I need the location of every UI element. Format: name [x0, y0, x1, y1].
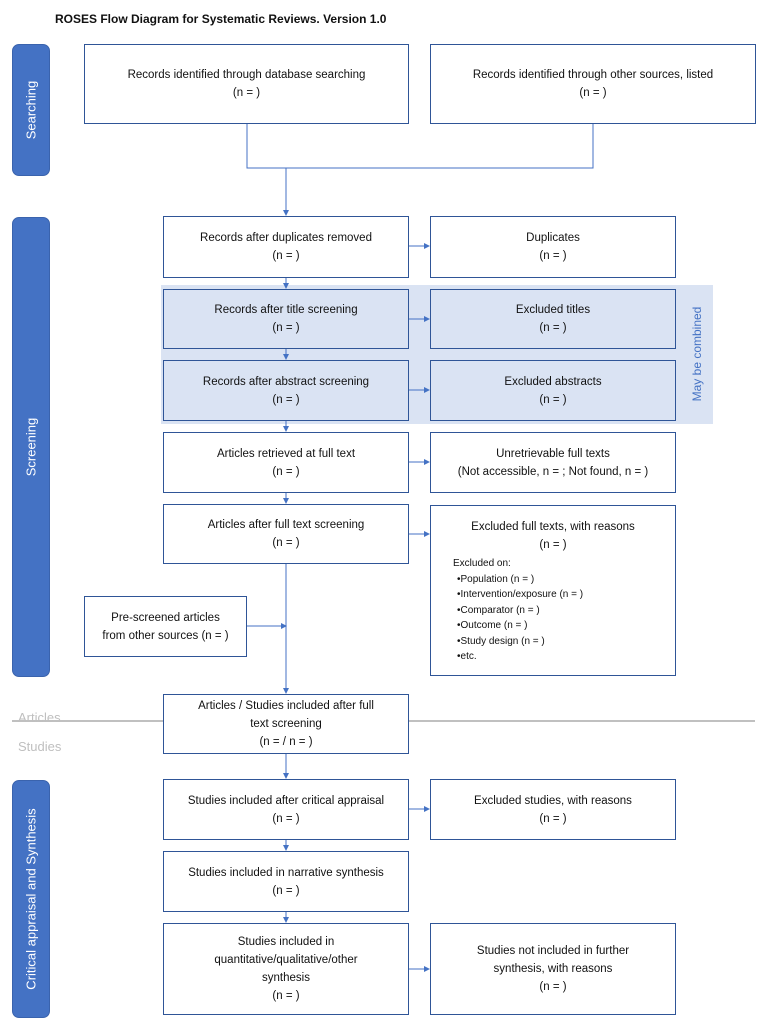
box-line: synthesis	[262, 972, 310, 984]
box-line: Excluded studies, with reasons	[474, 794, 632, 807]
box-line: Duplicates	[526, 232, 580, 244]
box-excluded-full-texts: Excluded full texts, with reasons (n = )…	[430, 505, 676, 676]
box-line: Studies included in narrative synthesis	[188, 866, 384, 879]
box-line: (n = )	[539, 393, 567, 406]
diagram-title: ROSES Flow Diagram for Systematic Review…	[55, 12, 387, 26]
stage-screening: Screening	[12, 217, 50, 677]
stage-searching: Searching	[12, 44, 50, 176]
box-line: Excluded full texts, with reasons	[471, 521, 635, 533]
box-line: Articles / Studies included after full	[198, 700, 374, 712]
box-excluded-abstracts: Excluded abstracts (n = )	[430, 360, 676, 421]
phase-studies-label: Studies	[18, 739, 62, 754]
box-line: (n = )	[272, 250, 300, 262]
box-line: Studies not included in further	[476, 945, 630, 957]
box-line: Studies included after critical appraisa…	[187, 794, 385, 807]
exclusion-reasons-heading: Excluded on:	[453, 558, 511, 569]
box-quantitative-synthesis: Studies included in quantitative/qualita…	[163, 923, 409, 1015]
box-line: text screening	[250, 718, 322, 730]
box-line: Pre-screened articles	[111, 611, 220, 624]
exclusion-reason-item: etc.	[457, 649, 583, 665]
box-line: (n = )	[539, 539, 567, 551]
box-line: Studies included in	[237, 936, 335, 948]
box-line: (n = )	[272, 812, 300, 825]
box-line: from other sources (n = )	[102, 629, 229, 642]
box-line: Records after title screening	[214, 304, 358, 316]
box-line: (n = )	[539, 250, 567, 262]
box-not-included-further: Studies not included in further synthesi…	[430, 923, 676, 1015]
box-line: (n = )	[272, 322, 300, 334]
exclusion-reason-item: Population (n = )	[457, 572, 583, 588]
box-line: (n = )	[232, 87, 261, 99]
box-after-critical-appraisal: Studies included after critical appraisa…	[163, 779, 409, 840]
box-duplicates: Duplicates (n = )	[430, 216, 676, 278]
box-line: quantitative/qualitative/other	[214, 954, 358, 966]
box-unretrievable-full-texts: Unretrievable full texts (Not accessible…	[430, 432, 676, 493]
box-database-searching: Records identified through database sear…	[84, 44, 409, 124]
box-line: (n = )	[272, 990, 300, 1002]
box-narrative-synthesis: Studies included in narrative synthesis …	[163, 851, 409, 912]
box-line: Articles retrieved at full text	[216, 447, 356, 460]
box-after-title-screening: Records after title screening (n = )	[163, 289, 409, 349]
box-line: Excluded titles	[515, 304, 591, 316]
stage-synthesis: Critical appraisal and Synthesis	[12, 780, 50, 1018]
box-line: (n = )	[539, 812, 567, 825]
box-line: (n = )	[272, 393, 300, 406]
box-line: (n = )	[272, 465, 300, 478]
box-line: (n = )	[272, 884, 300, 897]
box-after-abstract-screening: Records after abstract screening (n = )	[163, 360, 409, 421]
box-line: Unretrievable full texts	[496, 447, 610, 460]
box-line: synthesis, with reasons	[493, 963, 613, 975]
box-line: Records identified through database sear…	[127, 69, 366, 81]
box-after-duplicates: Records after duplicates removed (n = )	[163, 216, 409, 278]
exclusion-reason-item: Intervention/exposure (n = )	[457, 587, 584, 603]
box-line: Articles after full text screening	[207, 519, 365, 531]
box-excluded-studies: Excluded studies, with reasons (n = )	[430, 779, 676, 840]
box-line: (n = )	[272, 537, 300, 549]
box-retrieved-full-text: Articles retrieved at full text (n = )	[163, 432, 409, 493]
exclusion-reason-item: Comparator (n = )	[457, 603, 583, 619]
box-line: Records after duplicates removed	[200, 232, 372, 244]
box-other-sources: Records identified through other sources…	[430, 44, 756, 124]
box-line: Records after abstract screening	[202, 375, 370, 388]
phase-articles-label: Articles	[18, 710, 61, 725]
exclusion-reasons-list: Excluded on: Population (n = ) Intervent…	[453, 556, 584, 665]
box-line: (n = / n = )	[259, 736, 313, 748]
box-excluded-titles: Excluded titles (n = )	[430, 289, 676, 349]
box-after-full-text-screening: Articles after full text screening (n = …	[163, 504, 409, 564]
box-line: Excluded abstracts	[504, 375, 602, 388]
exclusion-reason-item: Study design (n = )	[457, 634, 583, 650]
box-line: Records identified through other sources…	[472, 69, 714, 81]
box-line: (n = )	[579, 87, 607, 99]
box-prescreened-articles: Pre-screened articles from other sources…	[84, 596, 247, 657]
box-included-after-full-text: Articles / Studies included after full t…	[163, 694, 409, 754]
box-line: (n = )	[539, 981, 567, 993]
box-line: (n = )	[539, 322, 567, 334]
exclusion-reason-item: Outcome (n = )	[457, 618, 583, 634]
box-line: (Not accessible, n = ; Not found, n = )	[457, 465, 649, 478]
